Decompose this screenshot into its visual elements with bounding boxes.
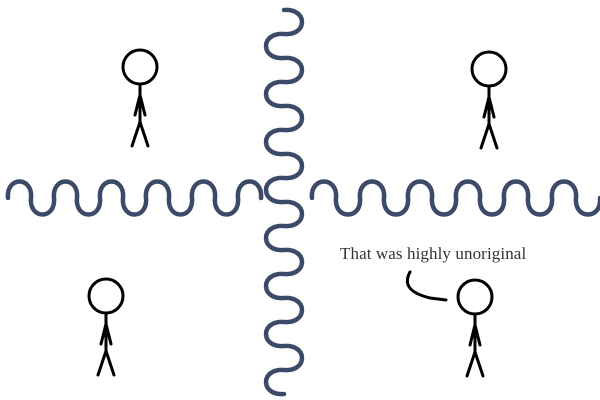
speech-caption: That was highly unoriginal (340, 244, 527, 263)
figure-legs (479, 122, 499, 150)
left-wall (5, 179, 264, 217)
wavy-walls (5, 7, 600, 397)
figure-head (470, 50, 508, 88)
speech-line (405, 270, 448, 302)
figure-arms (99, 322, 113, 346)
figure-arms (482, 95, 496, 119)
figure-head (456, 278, 494, 316)
figure-legs (130, 120, 150, 148)
stick-figures (87, 48, 508, 378)
stick-figure-top-left (121, 48, 159, 148)
figure-legs (465, 350, 485, 378)
figure-head (87, 277, 125, 315)
figure-legs (96, 349, 116, 377)
vertical-wall (263, 7, 305, 397)
figure-arms (133, 93, 147, 117)
stick-figure-bottom-right (456, 278, 494, 378)
right-wall (309, 179, 600, 217)
figure-head (121, 48, 159, 86)
stick-figure-bottom-left (87, 277, 125, 377)
stick-figure-top-right (470, 50, 508, 150)
figure-arms (468, 323, 482, 347)
